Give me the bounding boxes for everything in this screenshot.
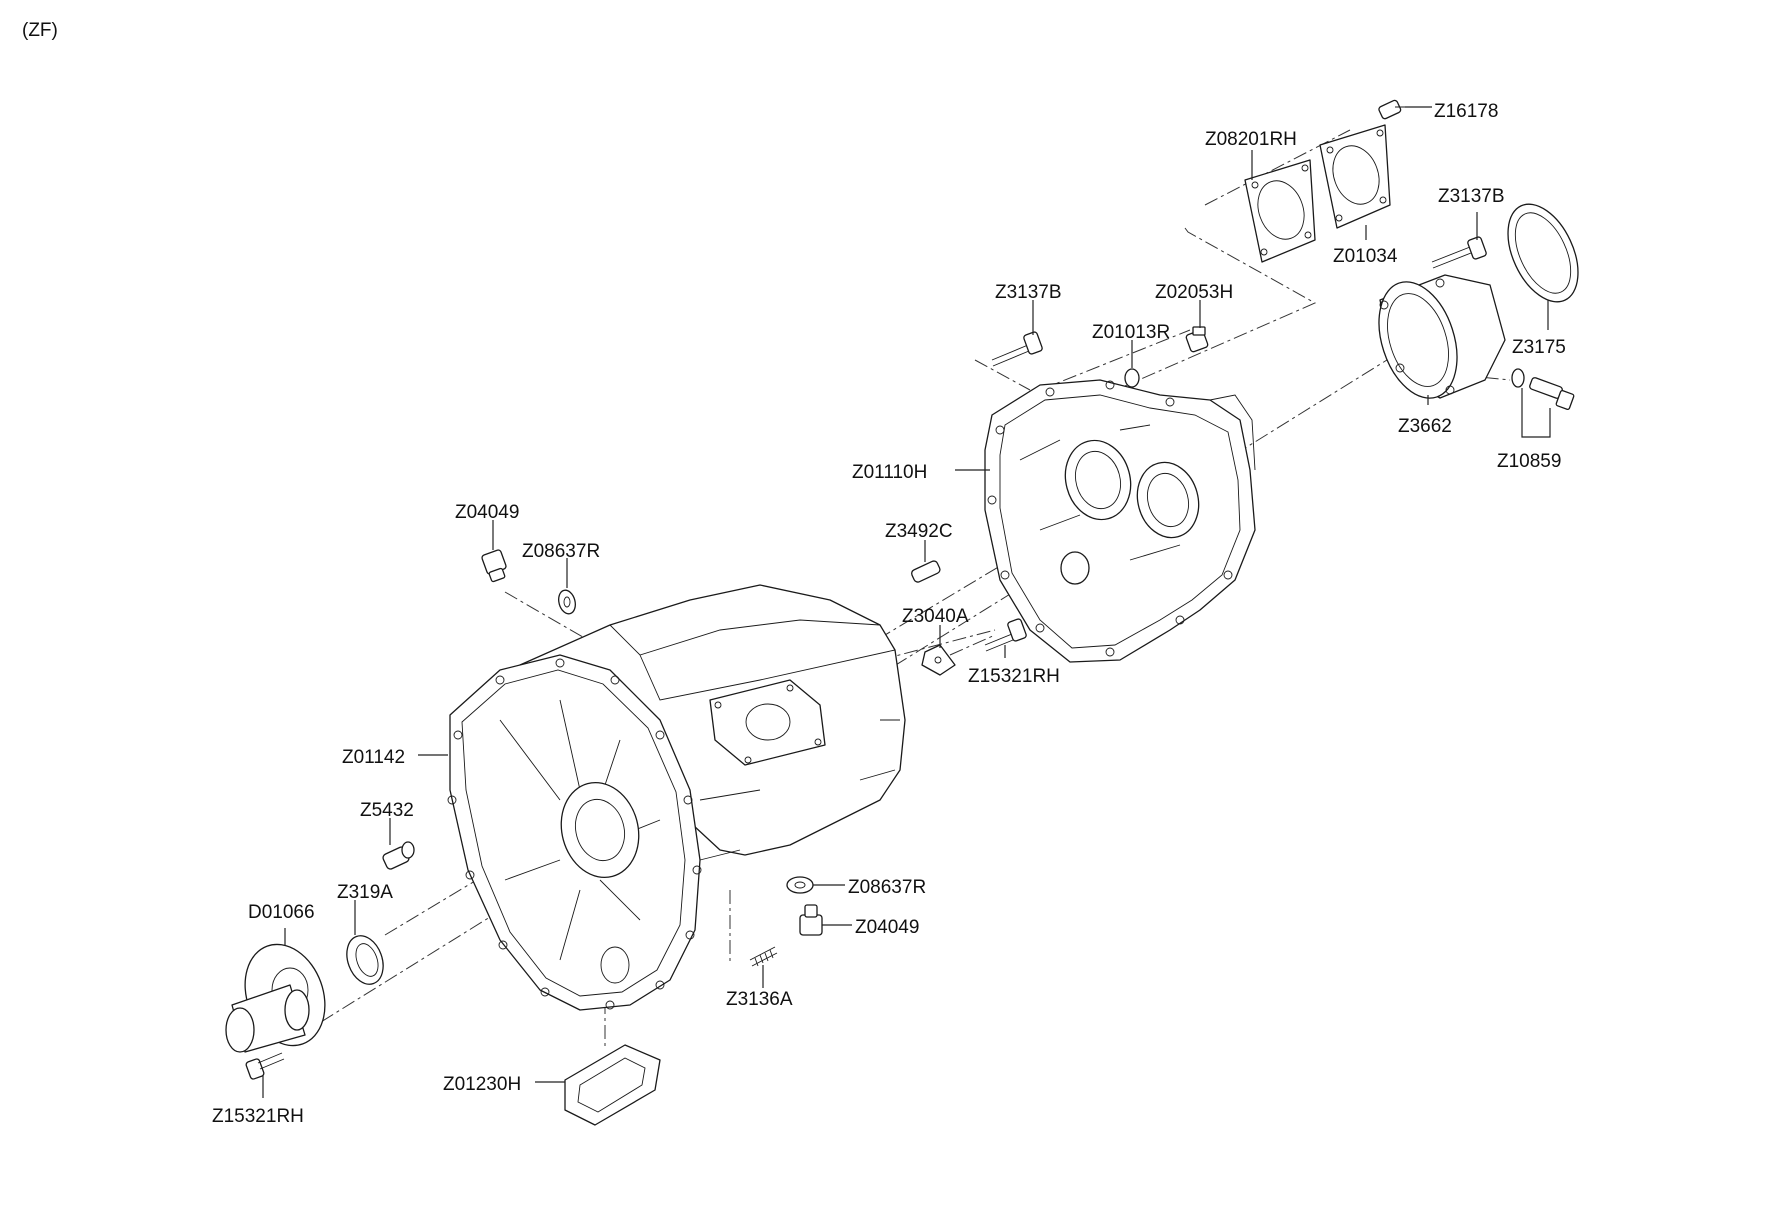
label-z3137b-center: Z3137B (995, 282, 1062, 303)
plate-z3040a (921, 644, 956, 676)
label-z08637r-top: Z08637R (522, 541, 600, 562)
label-z15321rh-bottom: Z15321RH (212, 1106, 304, 1127)
gasket-z08201rh (1244, 159, 1316, 263)
bolt-z15321rh-bottom (245, 1052, 285, 1080)
label-z01013r: Z01013R (1092, 322, 1170, 343)
gasket-z01230h (564, 1044, 661, 1126)
label-z3040a: Z3040A (902, 606, 969, 627)
retainer-d01066 (225, 943, 326, 1053)
label-z01142: Z01142 (342, 747, 405, 768)
label-z3175: Z3175 (1512, 337, 1566, 358)
sensor-z10859 (1511, 368, 1575, 410)
label-z15321rh-mid: Z15321RH (968, 666, 1060, 687)
label-z319a: Z319A (337, 882, 393, 903)
label-z08637r-bottom: Z08637R (848, 877, 926, 898)
label-z04049-bottom: Z04049 (855, 917, 919, 938)
label-z3136a: Z3136A (726, 989, 793, 1010)
pin-z5432 (382, 841, 415, 870)
bolt-z3137b-center (991, 331, 1043, 367)
label-z3137b-right: Z3137B (1438, 186, 1505, 207)
transmission-case-z01142 (447, 584, 906, 1011)
seal-z319a (346, 935, 384, 985)
variant-label: (ZF) (22, 20, 58, 41)
plug-z04049-top (481, 549, 507, 583)
bolt-z16178 (1378, 99, 1425, 120)
label-z08201rh: Z08201RH (1205, 129, 1297, 150)
dowel-z3492c (911, 560, 941, 583)
label-z01034: Z01034 (1333, 246, 1398, 267)
label-z10859: Z10859 (1497, 451, 1561, 472)
label-z5432: Z5432 (360, 800, 414, 821)
gasket-z01034 (1319, 124, 1391, 229)
label-z16178: Z16178 (1434, 101, 1498, 122)
ring-z01013r (1124, 368, 1140, 388)
label-z01110h: Z01110H (852, 462, 927, 483)
seal-z3175 (1507, 203, 1579, 303)
housing-z3662 (1378, 274, 1506, 399)
washer-z08637r-top (558, 589, 576, 615)
label-d01066: D01066 (248, 902, 315, 923)
label-z01230h: Z01230H (443, 1074, 521, 1095)
bolt-z3137b-right (1431, 236, 1487, 269)
label-z3662: Z3662 (1398, 416, 1452, 437)
assembly-centerlines (299, 129, 1511, 1050)
bolt-z15321rh-mid (984, 618, 1027, 652)
rear-housing-z01110h (984, 379, 1256, 663)
plug-z02053h (1185, 326, 1209, 353)
washer-z08637r-bottom (786, 876, 814, 894)
label-z3492c: Z3492C (885, 521, 953, 542)
label-z04049-top: Z04049 (455, 502, 519, 523)
stud-z3136a (749, 946, 778, 967)
label-z02053h: Z02053H (1155, 282, 1233, 303)
plug-z04049-bottom (799, 904, 823, 936)
